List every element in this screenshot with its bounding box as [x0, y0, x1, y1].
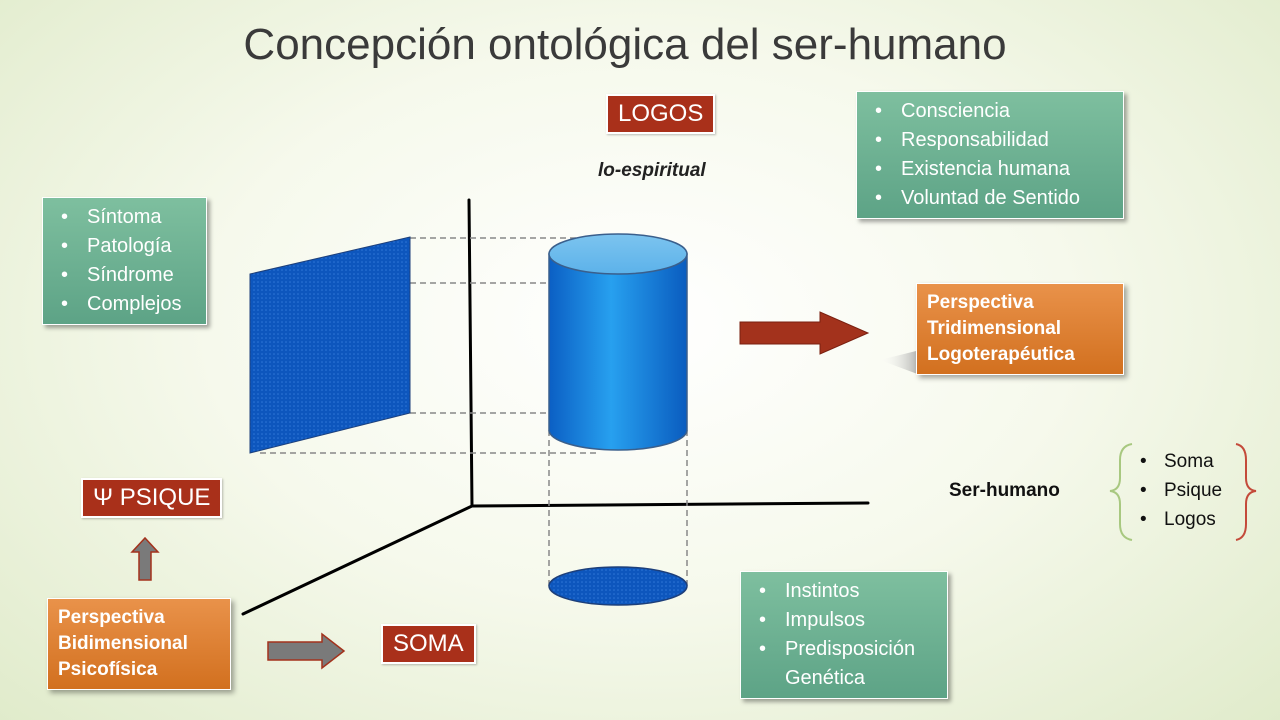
- box-line: Bidimensional: [58, 633, 188, 654]
- list-item: Síndrome: [51, 261, 196, 290]
- list-item: Instintos: [749, 577, 937, 606]
- box-line: Perspectiva: [927, 292, 1034, 313]
- right-brace-icon: [1235, 443, 1257, 541]
- bidimensional-perspective-box: Perspectiva Bidimensional Psicofísica: [47, 598, 231, 690]
- projection-lines: [260, 237, 688, 586]
- list-item: Síntoma: [51, 203, 196, 232]
- box-line: Psicofísica: [58, 659, 158, 680]
- list-item: Responsabilidad: [865, 126, 1113, 155]
- box-line: Perspectiva: [58, 607, 165, 628]
- list-item: Existencia humana: [865, 155, 1113, 184]
- soma-ellipse: [548, 566, 688, 606]
- box-shadow: [880, 350, 920, 375]
- arrow-right-gray-icon: [267, 632, 346, 670]
- box-line: Logoterapéutica: [927, 344, 1075, 365]
- tridimensional-perspective-box: Perspectiva Tridimensional Logoterapéuti…: [916, 283, 1124, 375]
- ser-humano-list: Soma Psique Logos: [1130, 447, 1222, 534]
- list-item: Psique: [1130, 476, 1222, 505]
- logos-cylinder: [548, 233, 688, 451]
- left-brace-icon: [1109, 443, 1133, 541]
- diagonal-axis: [241, 504, 474, 616]
- list-item: Consciencia: [865, 97, 1113, 126]
- list-item: Voluntad de Sentido: [865, 184, 1113, 213]
- psique-characteristics-box: Síntoma Patología Síndrome Complejos: [42, 197, 207, 325]
- slide-title: Concepción ontológica del ser-humano: [243, 20, 1007, 69]
- psique-label: Ψ PSIQUE: [81, 478, 223, 518]
- soma-characteristics-box: Instintos Impulsos Predisposición Genéti…: [740, 571, 948, 699]
- list-item: Logos: [1130, 505, 1222, 534]
- psique-panel: [249, 236, 411, 454]
- list-item: Predisposición: [749, 635, 937, 664]
- list-item: Impulsos: [749, 606, 937, 635]
- list-item: Patología: [51, 232, 196, 261]
- lo-espiritual-label: lo-espiritual: [598, 160, 706, 181]
- list-item: Soma: [1130, 447, 1222, 476]
- soma-label: SOMA: [381, 624, 476, 664]
- logos-label: LOGOS: [606, 94, 716, 134]
- box-line: Tridimensional: [927, 318, 1062, 339]
- list-item: Genética: [785, 667, 866, 689]
- vertical-axis: [467, 198, 474, 508]
- ser-humano-label: Ser-humano: [949, 480, 1060, 501]
- arrow-up-gray-icon: [130, 536, 160, 581]
- list-item: Complejos: [51, 290, 196, 319]
- horizontal-axis: [470, 501, 870, 508]
- arrow-right-red-icon: [739, 311, 870, 355]
- axes: [241, 198, 870, 616]
- logos-characteristics-box: Consciencia Responsabilidad Existencia h…: [856, 91, 1124, 219]
